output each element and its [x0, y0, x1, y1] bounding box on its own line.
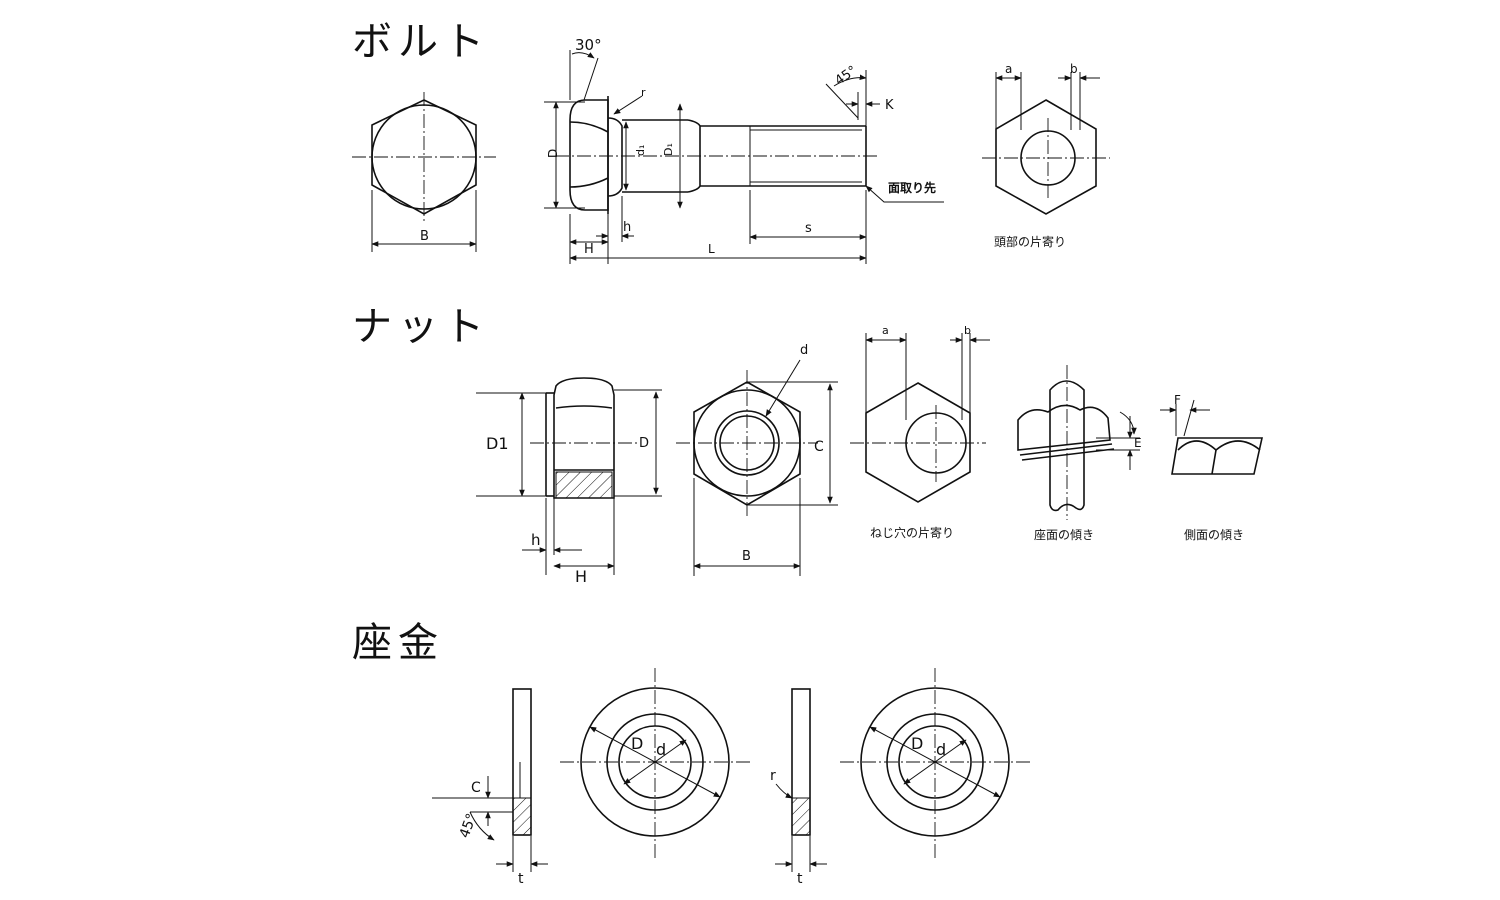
bolt-dim-K: K: [885, 98, 894, 113]
nut-seat-tilt-caption: 座面の傾き: [1034, 527, 1094, 542]
bolt-dim-d1: d₁: [634, 145, 647, 156]
washer-dim-t: t: [518, 871, 524, 887]
bolt-dim-h: h: [623, 220, 631, 235]
bolt-dim-L: L: [708, 242, 715, 256]
washer-2-dim-d: d: [936, 740, 946, 759]
nut-dim-E: E: [1134, 436, 1142, 450]
bolt-side-view: D d₁ D₁ 30° r 45° K 面取り先 H: [544, 36, 944, 264]
bolt-dim-s: s: [805, 221, 812, 236]
nut-dim-d: d: [800, 343, 808, 358]
washer-1-dim-D: D: [631, 734, 643, 753]
nut-dim-a: a: [882, 324, 889, 337]
nut-dim-D: D: [639, 436, 649, 451]
washer-section-title: 座金: [352, 620, 444, 666]
nut-dim-b: b: [964, 324, 971, 337]
nut-side-view: D1 D h H: [476, 377, 662, 586]
washer-dim-r: r: [770, 768, 776, 784]
bolt-dim-angle30: 30°: [575, 36, 602, 54]
washer-front-view-1: D d: [560, 668, 752, 858]
washer-2-dim-t: t: [797, 871, 803, 887]
nut-thread-offset-caption: ねじ穴の片寄り: [870, 525, 954, 540]
bolt-dim-r: r: [641, 86, 646, 99]
bolt-dim-D: D: [546, 149, 560, 158]
nut-dim-C: C: [814, 439, 824, 455]
bolt-head-offset-view: a b 頭部の片寄り: [982, 62, 1110, 249]
bolt-dim-B: B: [420, 229, 429, 244]
nut-dim-H: H: [575, 567, 587, 586]
bolt-section-title: ボルト: [352, 19, 490, 65]
nut-thread-offset-view: a b ねじ穴の片寄り: [850, 324, 990, 540]
washer-front-view-2: D d: [840, 668, 1032, 858]
bolt-chamfer-end-label: 面取り先: [888, 180, 936, 195]
bolt-dim-b: b: [1070, 62, 1078, 76]
nut-dim-B: B: [742, 549, 751, 564]
bolt-dim-a: a: [1005, 62, 1012, 76]
washer-dim-C: C: [471, 780, 481, 796]
nut-dim-h: h: [531, 531, 541, 549]
nut-side-tilt-view: F 側面の傾き: [1160, 393, 1263, 542]
nut-section-title: ナット: [352, 304, 490, 350]
washer-1-dim-d: d: [656, 740, 666, 759]
nut-dim-D1: D1: [486, 434, 509, 453]
nut-dim-F: F: [1174, 393, 1181, 407]
washer-dim-angle45: 45°: [457, 811, 481, 840]
bolt-dim-D1: D₁: [662, 143, 675, 156]
nut-seat-tilt-view: E 座面の傾き: [1017, 365, 1142, 542]
nut-side-tilt-caption: 側面の傾き: [1184, 528, 1244, 542]
washer-radius-side-view: r t: [770, 688, 827, 887]
nut-front-view: d C B: [676, 343, 838, 576]
bolt-head-offset-caption: 頭部の片寄り: [994, 234, 1066, 249]
bolt-dim-H: H: [584, 242, 594, 257]
washer-2-dim-D: D: [911, 734, 923, 753]
washer-chamfer-side-view: C 45° t: [432, 688, 548, 887]
bolt-hex-head-view: B: [352, 92, 496, 252]
